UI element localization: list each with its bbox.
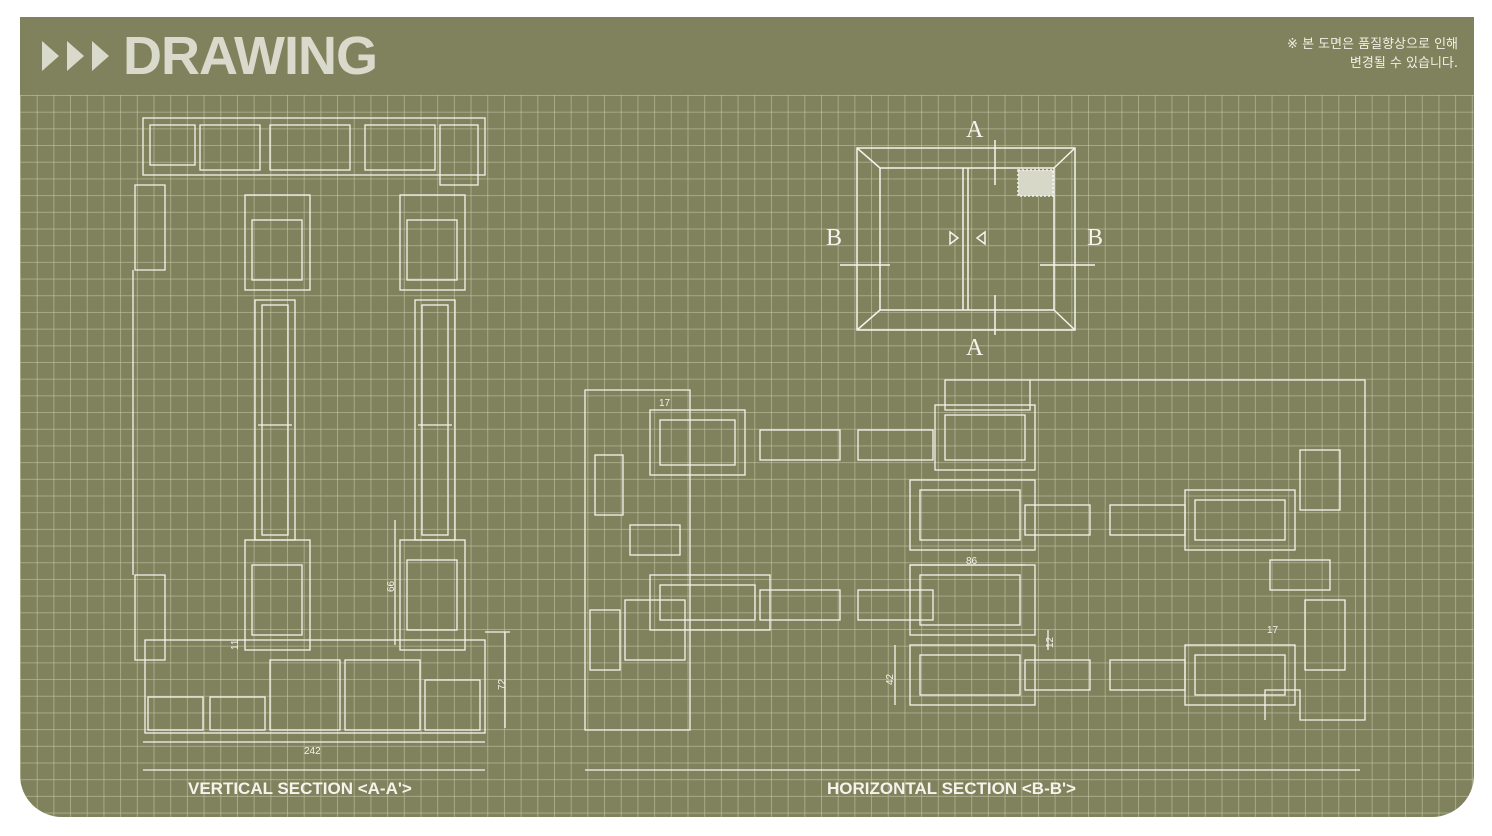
dim-42: 42	[885, 673, 896, 685]
profile-outline	[1184, 489, 1296, 551]
glass-pane	[1024, 504, 1091, 536]
profile-outline	[199, 124, 261, 171]
arrow-icon	[975, 230, 986, 246]
profile-outline	[919, 489, 1021, 541]
arrow-icon	[949, 230, 960, 246]
profile-outline	[424, 679, 481, 731]
glass-pane	[759, 429, 841, 461]
profile-outline	[1240, 379, 1366, 721]
profile-outline	[1184, 644, 1296, 706]
profile-outline	[439, 124, 479, 186]
profile-outline	[909, 644, 1036, 706]
line	[1053, 147, 1076, 169]
profile-outline	[1304, 599, 1346, 671]
drawing-panel: DRAWING ※ 본 도면은 품질향상으로 인해 변경될 수 있습니다.	[20, 17, 1474, 817]
horizontal-section-drawing	[584, 379, 1366, 771]
vertical-section-caption: VERTICAL SECTION <A-A'>	[188, 779, 412, 798]
glass-pane	[1109, 504, 1186, 536]
profile-outline	[659, 419, 736, 466]
label-b-right: B	[1087, 225, 1103, 251]
triple-arrow-icon	[42, 41, 109, 71]
label-b-left: B	[826, 225, 842, 251]
glass-pane	[254, 299, 296, 541]
profile-outline	[251, 219, 303, 281]
profile-outline	[364, 124, 436, 171]
profile-outline	[149, 124, 196, 166]
line	[1053, 309, 1076, 331]
hatch-area	[1017, 169, 1054, 197]
disclaimer-note: ※ 본 도면은 품질향상으로 인해 변경될 수 있습니다.	[1287, 35, 1458, 73]
profile-outline	[649, 574, 771, 631]
glass-pane	[1109, 659, 1186, 691]
outer-frame	[856, 147, 1076, 331]
profile-outline	[589, 609, 621, 671]
profile-outline	[144, 639, 486, 734]
profile-outline	[584, 389, 691, 731]
glass-pane	[857, 429, 934, 461]
profile-outline	[399, 539, 466, 651]
profile-outline	[919, 654, 1021, 696]
profile-outline	[1269, 559, 1331, 591]
profile-outline	[344, 659, 421, 731]
line	[856, 309, 881, 331]
profile-outline	[649, 409, 746, 476]
dim-17-left: 17	[659, 398, 671, 409]
title-text: DRAWING	[123, 26, 378, 86]
dim-gap-11: 11	[230, 639, 241, 650]
elevation-diagram	[840, 140, 1095, 335]
profile-outline	[399, 194, 466, 291]
profile-outline	[269, 124, 351, 171]
profile-outline	[251, 564, 303, 636]
profile-outline	[919, 574, 1021, 626]
profile-outline	[629, 524, 681, 556]
profile-outline	[1194, 654, 1286, 696]
note-line-1: ※ 본 도면은 품질향상으로 인해	[1287, 37, 1458, 52]
dim-height-72: 72	[497, 678, 508, 690]
note-line-2: 변경될 수 있습니다.	[1349, 56, 1458, 71]
dim-sash-66: 66	[386, 580, 397, 592]
profile-outline	[147, 696, 204, 731]
profile-outline	[421, 304, 449, 536]
profile-outline	[209, 696, 266, 731]
dim-12: 12	[1045, 636, 1056, 648]
glass-pane	[857, 589, 934, 621]
inner-frame	[879, 167, 1055, 311]
horizontal-section-caption: HORIZONTAL SECTION <B-B'>	[827, 779, 1076, 798]
label-a-bottom: A	[966, 335, 984, 361]
profile-outline	[244, 539, 311, 651]
glass-pane	[759, 589, 841, 621]
glass-pane	[1024, 659, 1091, 691]
profile-outline	[944, 379, 1031, 411]
profile-outline	[934, 404, 1036, 471]
profile-outline	[659, 584, 756, 621]
label-a-top: A	[966, 117, 984, 143]
profile-outline	[134, 184, 166, 271]
profile-outline	[142, 117, 486, 176]
profile-outline	[594, 454, 624, 516]
profile-outline	[244, 194, 311, 291]
page-title: DRAWING	[42, 25, 378, 87]
vertical-section-drawing	[132, 117, 510, 771]
profile-outline	[1194, 499, 1286, 541]
profile-outline	[944, 414, 1026, 461]
profile-outline	[261, 304, 289, 536]
dim-width-242: 242	[304, 746, 321, 757]
dim-17-right: 17	[1267, 625, 1279, 636]
profile-outline	[909, 479, 1036, 551]
profile-outline	[1299, 449, 1341, 511]
profile-outline	[406, 559, 458, 631]
line	[856, 147, 881, 169]
dim-86: 86	[966, 556, 978, 567]
profile-outline	[134, 574, 166, 661]
profile-outline	[269, 659, 341, 731]
profile-outline	[406, 219, 458, 281]
glass-pane	[414, 299, 456, 541]
